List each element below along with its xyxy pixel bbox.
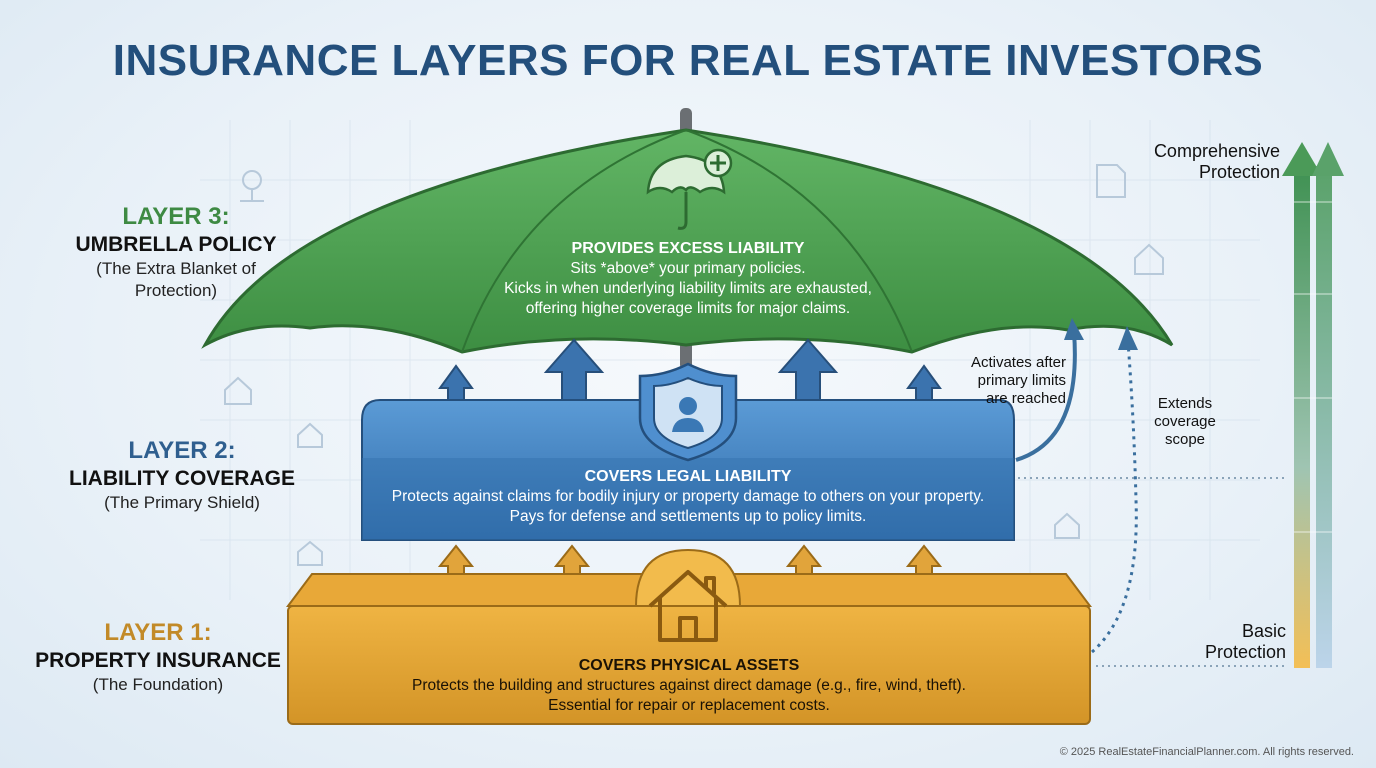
- scale-top-line: Protection: [1198, 162, 1280, 182]
- extends-note-line: coverage: [1154, 413, 1216, 430]
- property-box: [286, 548, 1092, 725]
- scale-bottom-line: Protection: [1204, 642, 1286, 662]
- extends-arrow: [1091, 326, 1138, 654]
- layer-1-name: PROPERTY INSURANCE: [35, 649, 281, 672]
- house-icon: [648, 570, 728, 642]
- layer-3-subtitle: (The Extra Blanket of: [96, 259, 256, 278]
- activates-note-line: are reached: [985, 390, 1066, 407]
- umbrella-line: offering higher coverage limits for majo…: [525, 300, 851, 317]
- activates-note-line: primary limits: [977, 372, 1066, 389]
- layer-3-number: LAYER 3:: [122, 203, 230, 230]
- faint-house-icon: [1134, 243, 1164, 275]
- layer-1-number: LAYER 1:: [104, 619, 212, 646]
- scale-bottom-label: Basic Protection: [1140, 621, 1286, 663]
- activates-note: Activates after primary limits are reach…: [946, 354, 1066, 408]
- umbrella-canopy: [201, 128, 1174, 354]
- arrow-up-blue: [777, 338, 839, 409]
- liability-line: Protects against claims for bodily injur…: [391, 488, 985, 505]
- faint-house-icon: [224, 376, 252, 405]
- scale-bottom-line: Basic: [1241, 621, 1286, 641]
- layer-3-subtitle-2: Protection): [134, 281, 218, 300]
- layer-1-label: LAYER 1: PROPERTY INSURANCE (The Foundat…: [8, 618, 308, 696]
- copyright-notice: © 2025 RealEstateFinancialPlanner.com. A…: [1059, 746, 1354, 758]
- extends-note-line: scope: [1164, 431, 1206, 448]
- layer-2-name: LIABILITY COVERAGE: [69, 467, 295, 490]
- extends-note-line: Extends: [1157, 395, 1213, 412]
- activates-arrow: [1015, 318, 1084, 462]
- arrow-up-blue: [543, 338, 605, 409]
- faint-tree-icon: [240, 170, 264, 202]
- liability-line: Pays for defense and settlements up to p…: [509, 508, 867, 525]
- property-line: Essential for repair or replacement cost…: [548, 697, 830, 714]
- protection-scale: [1282, 142, 1344, 668]
- page-title: INSURANCE LAYERS FOR REAL ESTATE INVESTO…: [112, 36, 1264, 85]
- layer-3-name: UMBRELLA POLICY: [75, 233, 277, 256]
- shield-person-icon: [638, 362, 738, 462]
- property-description: COVERS PHYSICAL ASSETS Protects the buil…: [288, 656, 1090, 716]
- scale-top-label: Comprehensive Protection: [1120, 141, 1280, 183]
- scale-top-line: Comprehensive: [1153, 141, 1280, 161]
- faint-house-icon: [1054, 512, 1080, 539]
- layer-1-subtitle: (The Foundation): [92, 675, 224, 694]
- activates-note-line: Activates after: [970, 354, 1066, 371]
- layer-2-number: LAYER 2:: [128, 437, 236, 464]
- property-heading: COVERS PHYSICAL ASSETS: [578, 657, 800, 674]
- liability-description: COVERS LEGAL LIABILITY Protects against …: [362, 467, 1014, 527]
- extends-note: Extends coverage scope: [1140, 395, 1230, 449]
- property-line: Protects the building and structures aga…: [412, 677, 966, 694]
- liability-box: [361, 399, 1015, 541]
- umbrella-description: PROVIDES EXCESS LIABILITY Sits *above* y…: [448, 239, 928, 319]
- umbrella-heading: PROVIDES EXCESS LIABILITY: [571, 240, 805, 257]
- faint-house-icon: [297, 422, 323, 448]
- faint-document-icon: [1096, 164, 1126, 198]
- umbrella-line: Kicks in when underlying liability limit…: [504, 280, 872, 297]
- layer-2-subtitle: (The Primary Shield): [104, 493, 260, 512]
- umbrella-plus-icon: [646, 148, 733, 230]
- faint-house-icon: [297, 540, 323, 566]
- layer-2-label: LAYER 2: LIABILITY COVERAGE (The Primary…: [32, 436, 332, 514]
- liability-heading: COVERS LEGAL LIABILITY: [584, 468, 792, 485]
- layer-3-label: LAYER 3: UMBRELLA POLICY (The Extra Blan…: [26, 202, 326, 302]
- umbrella-line: Sits *above* your primary policies.: [570, 260, 806, 277]
